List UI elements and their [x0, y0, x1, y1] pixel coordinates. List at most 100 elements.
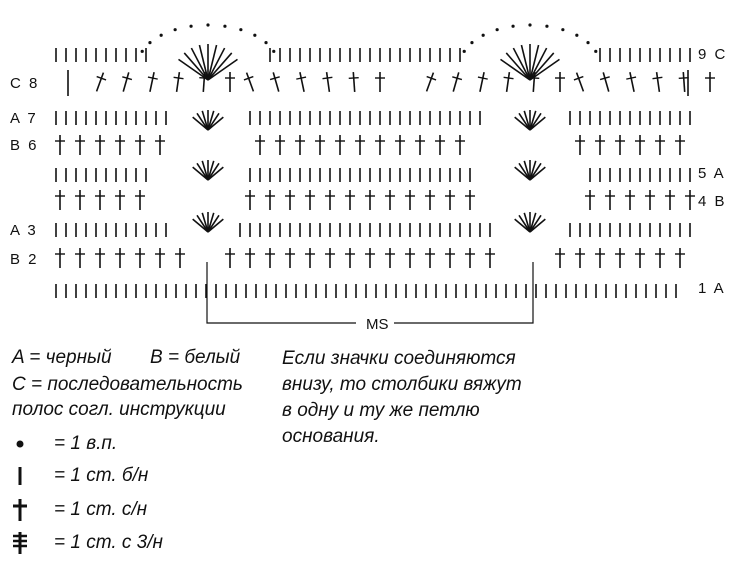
- fan-stitch-mark: [518, 112, 531, 131]
- chain-stitch-mark: [511, 24, 515, 28]
- chain-stitch-mark: [272, 49, 276, 53]
- legend-a-black: A = черный: [12, 347, 112, 368]
- chain-stitch-mark: [140, 49, 144, 53]
- double-crochet-mark: [175, 71, 181, 93]
- fan-stitch-mark: [518, 214, 531, 233]
- fan-stitch-mark: [512, 47, 531, 81]
- fan-stitch-mark: [207, 47, 226, 81]
- fan-stitch-mark: [529, 47, 548, 81]
- fan-stitch-mark: [207, 212, 215, 233]
- double-crochet-mark: [602, 72, 610, 92]
- chain-stitch-mark: [586, 41, 590, 45]
- fan-stitch-mark: [207, 52, 233, 81]
- fan-stitch-mark: [192, 218, 209, 233]
- double-crochet-mark: [95, 72, 105, 92]
- fan-stitch-mark: [505, 52, 531, 81]
- double-crochet-bar: [452, 76, 463, 81]
- key-chain-stitch-text: = 1 в.п.: [54, 433, 118, 454]
- chain-stitch-mark: [594, 49, 598, 53]
- single-crochet-icon: [18, 467, 22, 485]
- fan-stitch-mark: [198, 44, 209, 81]
- double-crochet-mark: [575, 72, 585, 92]
- double-crochet-bar: [173, 76, 184, 80]
- double-crochet-bar: [426, 75, 437, 81]
- double-crochet-bar: [269, 76, 280, 81]
- chain-stitch-mark: [462, 49, 466, 53]
- fan-stitch-mark: [192, 116, 209, 131]
- chain-stitch-mark: [528, 23, 532, 27]
- fan-stitch-mark: [514, 166, 531, 181]
- fan-stitch-mark: [207, 112, 220, 131]
- double-crochet-bar: [503, 76, 514, 80]
- chain-stitch-mark: [206, 23, 210, 27]
- note-text: Если значки соединяются внизу, то столби…: [282, 346, 562, 450]
- chain-stitch-icon: [16, 440, 24, 448]
- chain-stitch-mark: [239, 28, 243, 32]
- double-crochet-mark: [122, 72, 130, 92]
- note-line-4: основания.: [282, 426, 380, 447]
- fan-stitch-mark: [529, 218, 546, 233]
- chain-stitch-mark: [481, 33, 485, 37]
- fan-stitch-mark: [500, 58, 531, 81]
- key-chain-stitch: = 1 в.п.: [12, 432, 117, 456]
- note-line-2: внизу, то столбики вяжут: [282, 374, 522, 395]
- fan-stitch-mark: [514, 116, 531, 131]
- double-crochet-bar: [122, 76, 133, 81]
- legend-c-line2: полос согл. инструкции: [12, 399, 226, 420]
- fan-stitch-mark: [201, 212, 209, 233]
- fan-stitch-mark: [529, 214, 542, 233]
- fan-stitch-mark: [523, 212, 531, 233]
- double-crochet-bar: [322, 76, 333, 80]
- fan-stitch-mark: [529, 52, 555, 81]
- chain-stitch-mark: [159, 33, 163, 37]
- fan-stitch-mark: [529, 58, 560, 81]
- chain-stitch-mark: [495, 28, 499, 32]
- row-label-a3: A 3: [10, 222, 38, 239]
- chain-stitch-mark: [264, 41, 268, 45]
- fan-stitch-mark: [207, 214, 220, 233]
- double-crochet-icon: [13, 499, 27, 521]
- fan-stitch-mark: [192, 166, 209, 181]
- double-crochet-bar: [147, 76, 158, 80]
- double-crochet-bar: [678, 76, 689, 80]
- fan-stitch-mark: [207, 110, 215, 131]
- row-label-1a: 1 A: [698, 280, 726, 297]
- chain-stitch-mark: [575, 33, 579, 37]
- fan-stitch-mark: [196, 112, 209, 131]
- double-crochet-mark: [299, 72, 305, 92]
- fan-stitch-mark: [207, 44, 218, 81]
- fan-stitch-mark: [529, 44, 540, 81]
- fan-stitch-mark: [529, 112, 542, 131]
- double-crochet-bar: [243, 75, 254, 81]
- double-crochet-bar: [96, 75, 107, 81]
- double-crochet-mark: [352, 71, 356, 93]
- chain-stitch-mark: [148, 41, 152, 45]
- chain-stitch-mark: [173, 28, 177, 32]
- fan-stitch-mark: [523, 110, 531, 131]
- fan-stitch-mark: [529, 116, 546, 131]
- double-crochet-mark: [655, 71, 661, 93]
- row-label-b2: B 2: [10, 251, 39, 268]
- fan-stitch-mark: [529, 166, 546, 181]
- key-double-crochet-text: = 1 ст. с/н: [54, 499, 148, 520]
- fan-stitch-mark: [196, 214, 209, 233]
- double-crochet-mark: [425, 72, 435, 92]
- double-crochet-mark: [149, 72, 155, 92]
- double-crochet-bar: [348, 76, 359, 80]
- row-label-4b: 4 B: [698, 193, 727, 210]
- fan-stitch-mark: [514, 218, 531, 233]
- key-single-crochet: = 1 ст. б/н: [12, 464, 148, 488]
- fan-stitch-mark: [529, 212, 537, 233]
- double-crochet-mark: [245, 72, 255, 92]
- chain-stitch-mark: [253, 33, 257, 37]
- double-crochet-bar: [296, 76, 307, 80]
- double-crochet-mark: [272, 72, 280, 92]
- fan-stitch-mark: [178, 58, 209, 81]
- chain-stitch-mark: [470, 41, 474, 45]
- double-crochet-bar: [626, 76, 637, 80]
- fan-stitch-mark: [520, 44, 531, 81]
- fan-stitch-mark: [529, 110, 537, 131]
- key-single-crochet-text: = 1 ст. б/н: [54, 465, 149, 486]
- row-label-b6: B 6: [10, 137, 39, 154]
- treble-crochet-icon: [13, 532, 27, 554]
